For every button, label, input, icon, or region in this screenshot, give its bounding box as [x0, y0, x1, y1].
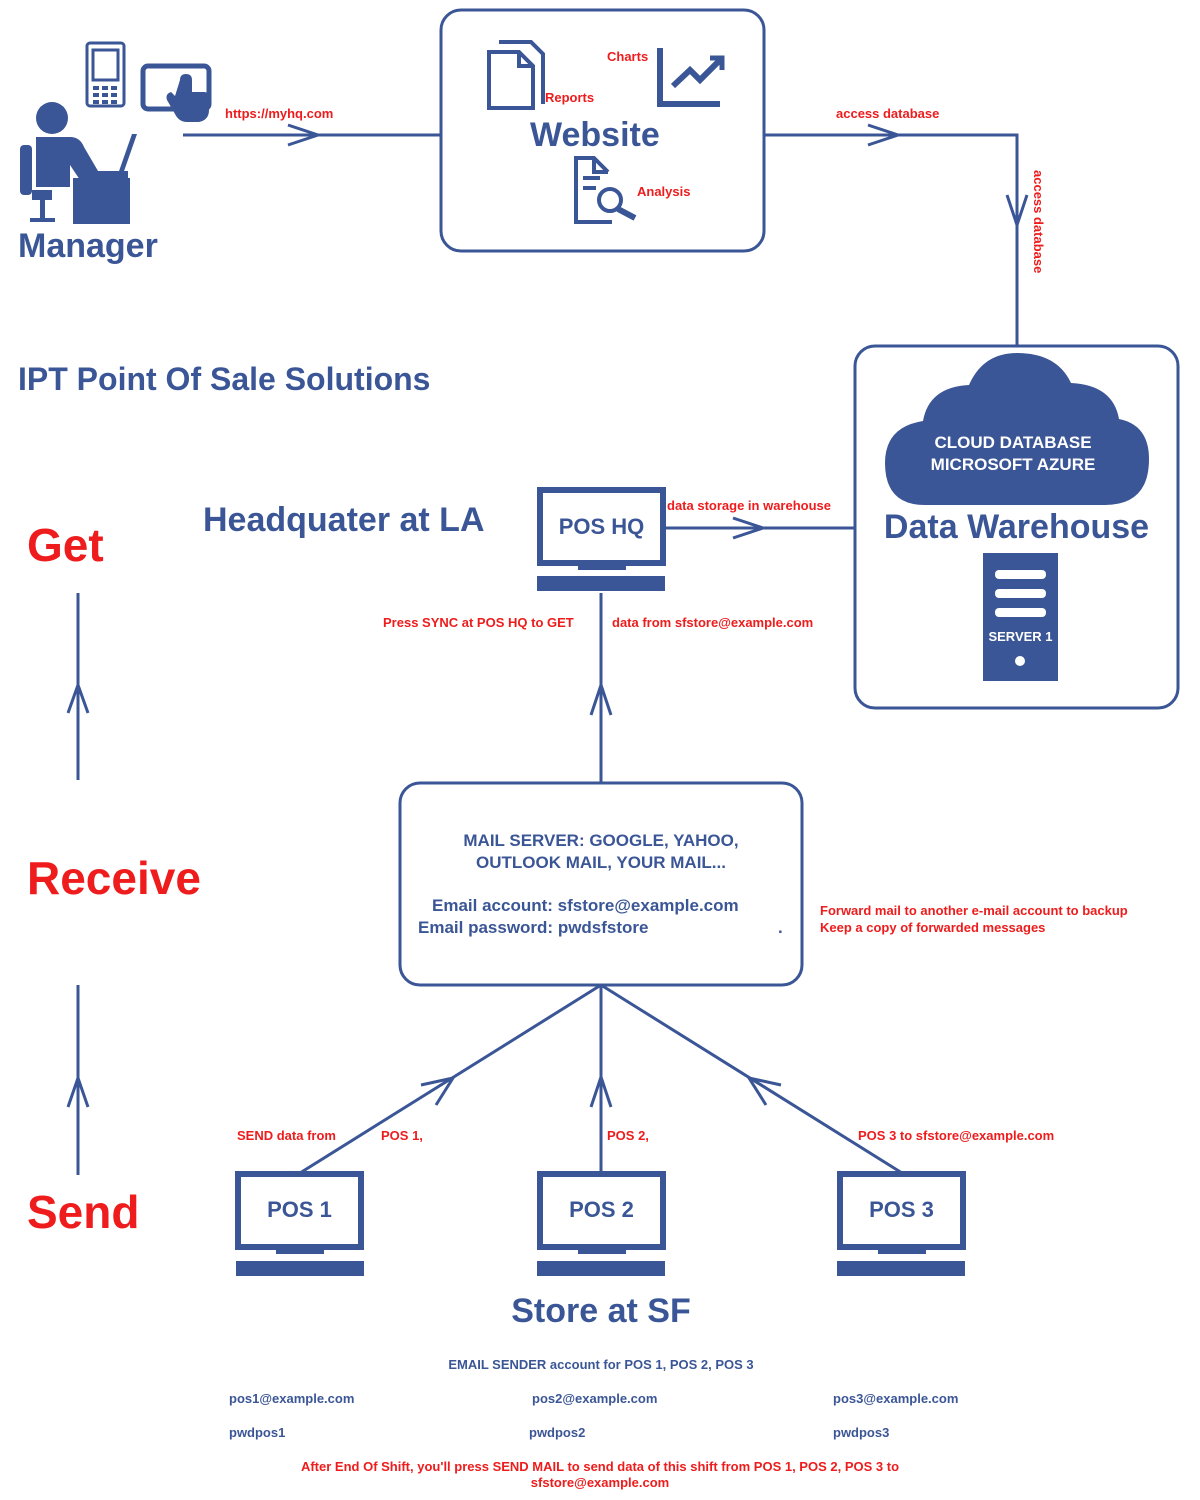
pos3-monitor-icon — [837, 1171, 966, 1276]
stage-send: Send — [27, 1186, 140, 1238]
access-database-label-horizontal: access database — [836, 106, 940, 121]
access-db-vertical-arrowhead — [1005, 194, 1029, 230]
pos1-monitor-icon — [235, 1171, 364, 1276]
manager-to-website-arrowhead — [287, 123, 323, 147]
pos1-to-mail-arrowhead — [420, 1075, 457, 1106]
get-stage-arrowhead — [66, 680, 90, 714]
manager-url-link[interactable]: https://myhq.com — [225, 106, 334, 121]
forward-note-line2: Keep a copy of forwarded messages — [820, 920, 1046, 935]
cloud-database-line1: CLOUD DATABASE — [934, 433, 1092, 452]
website-to-warehouse-connector — [764, 133, 1019, 345]
send-from-label: SEND data from — [237, 1128, 336, 1143]
footer-line1: After End Of Shift, you'll press SEND MA… — [300, 1459, 900, 1474]
line-chart-icon — [657, 48, 725, 107]
pos2-email: pos2@example.com — [532, 1391, 658, 1406]
manager-label: Manager — [18, 227, 158, 265]
email-password-dot: . — [778, 918, 783, 937]
mail-server-box — [398, 781, 804, 987]
pos-hq-monitor-icon — [537, 487, 666, 591]
pos2-monitor-icon — [537, 1171, 666, 1276]
stage-receive: Receive — [27, 852, 201, 904]
pos1-password: pwdpos1 — [229, 1425, 286, 1440]
cloud-database-line2: MICROSOFT AZURE — [930, 455, 1096, 474]
pos3-to-mail-arrowhead — [745, 1075, 782, 1106]
pos-hq-label: POS HQ — [558, 514, 645, 539]
page-title: IPT Point Of Sale Solutions — [18, 361, 431, 397]
sync-instruction-part2: data from sfstore@example.com — [612, 615, 814, 630]
charts-label: Charts — [607, 49, 649, 64]
hq-to-warehouse-arrowhead — [732, 516, 768, 540]
phone-icon — [85, 41, 126, 108]
send-pos3-label: POS 3 to sfstore@example.com — [858, 1128, 1055, 1143]
magnifier-document-icon — [574, 156, 637, 224]
documents-icon — [487, 40, 545, 110]
website-title: Website — [530, 116, 660, 154]
mail-server-line1: MAIL SERVER: GOOGLE, YAHOO, — [463, 831, 739, 850]
email-account: Email account: sfstore@example.com — [432, 896, 739, 915]
stage-get: Get — [27, 519, 104, 571]
server-label: SERVER 1 — [988, 629, 1053, 644]
reports-label: Reports — [545, 90, 595, 105]
access-database-label-vertical: access database — [1031, 170, 1046, 274]
send-stage-arrowhead — [66, 1073, 90, 1108]
email-sender-title: EMAIL SENDER account for POS 1, POS 2, P… — [448, 1357, 754, 1372]
mail-to-hq-arrowhead — [589, 680, 613, 716]
headquarter-title: Headquater at LA — [203, 501, 485, 539]
cloud-database-icon — [885, 353, 1149, 505]
pos2-to-mail-arrowhead — [589, 1072, 613, 1108]
pos3-label: POS 3 — [869, 1197, 934, 1222]
analysis-label: Analysis — [637, 184, 691, 199]
mail-server-line2: OUTLOOK MAIL, YOUR MAIL... — [476, 853, 726, 872]
access-db-horizontal-arrowhead — [867, 123, 903, 147]
pos3-password: pwdpos3 — [833, 1425, 890, 1440]
send-pos1-label: POS 1, — [381, 1128, 423, 1143]
sync-instruction-part1: Press SYNC at POS HQ to GET — [383, 615, 574, 630]
data-warehouse-title: Data Warehouse — [883, 508, 1150, 546]
pos2-label: POS 2 — [569, 1197, 634, 1222]
forward-note-line1: Forward mail to another e-mail account t… — [820, 903, 1128, 918]
pos2-password: pwdpos2 — [529, 1425, 586, 1440]
person-at-desk-icon — [20, 102, 137, 224]
pos1-email: pos1@example.com — [229, 1391, 355, 1406]
tablet-touch-icon — [140, 63, 212, 122]
send-pos2-label: POS 2, — [607, 1128, 649, 1143]
store-title: Store at SF — [511, 1292, 691, 1330]
pos1-label: POS 1 — [267, 1197, 332, 1222]
footer-line2: sfstore@example.com — [530, 1475, 670, 1490]
pos3-email: pos3@example.com — [833, 1391, 959, 1406]
server-icon — [983, 553, 1058, 681]
data-storage-label: data storage in warehouse — [667, 498, 831, 513]
email-password: Email password: pwdsfstore — [418, 918, 649, 937]
